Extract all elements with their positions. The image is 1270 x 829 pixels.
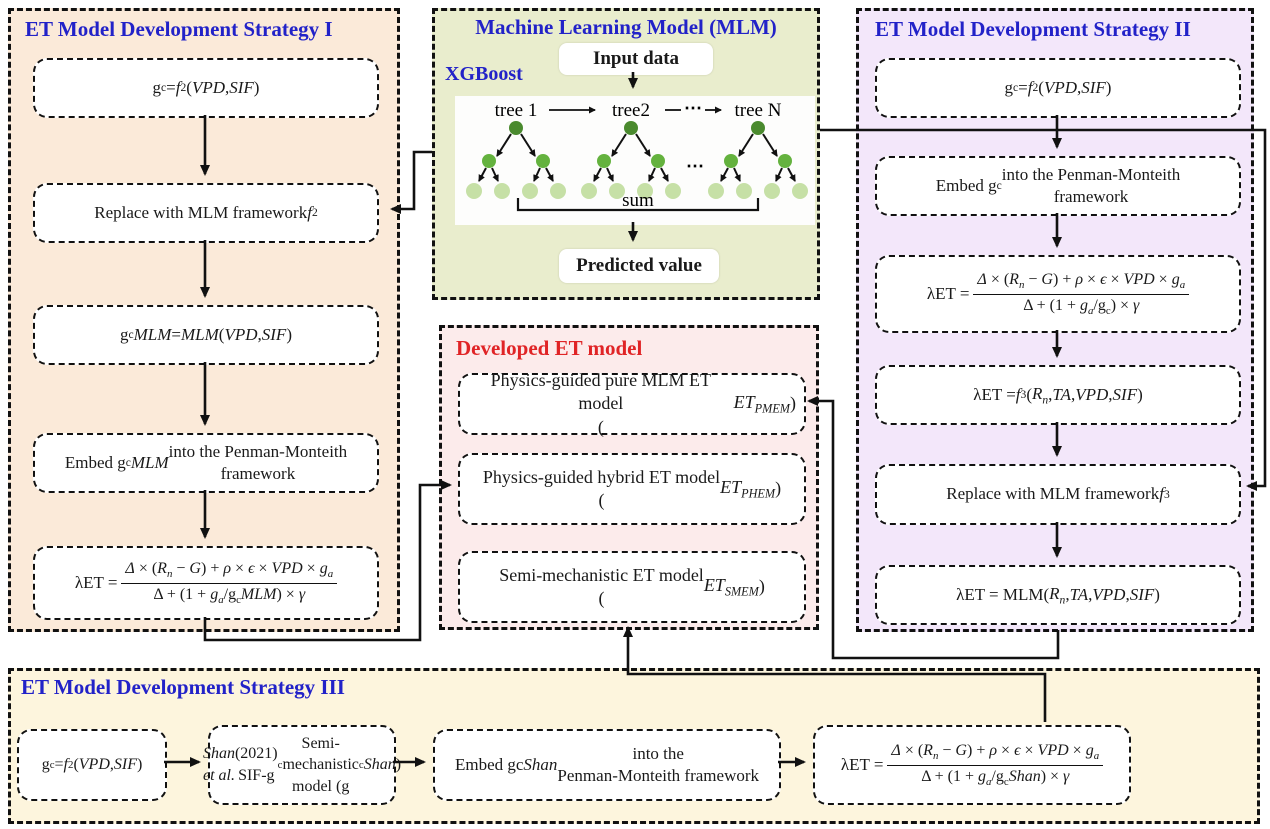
strategy-1-title: ET Model Development Strategy I <box>25 17 333 41</box>
panel-developed-et-model: Developed ET model Physics-guided pure M… <box>439 325 819 630</box>
tree-1-label: tree 1 <box>495 100 538 121</box>
xgboost-tree-diagram: tree 1 tree2 tree N ⋯ ⋯ sum <box>455 96 815 225</box>
dev-box-et-phem: Physics-guided hybrid ET model(ETPHEM) <box>458 453 806 525</box>
strategy-2-title: ET Model Development Strategy II <box>875 17 1191 41</box>
mlm-input-box: Input data <box>559 43 713 75</box>
tree-ellipsis-mid: ⋯ <box>686 156 704 176</box>
tree-n-label: tree N <box>735 100 782 121</box>
mlm-title: Machine Learning Model (MLM) <box>475 15 777 39</box>
panel-mlm: Machine Learning Model (MLM) Input data … <box>432 8 820 300</box>
decision-tree-2 <box>581 121 681 199</box>
sum-bracket <box>516 198 760 212</box>
tree-2-label: tree2 <box>612 100 650 121</box>
sum-label: sum <box>622 190 654 211</box>
strategy-3-title: ET Model Development Strategy III <box>21 675 345 699</box>
dev-box-et-pmem: Physics-guided pure MLM ET model(ETPMEM) <box>458 370 806 437</box>
s2-box-et-mlm-formula: λET = MLM(Rn, TA, VPD, SIF) <box>875 565 1241 625</box>
developed-et-model-title: Developed ET model <box>456 336 643 360</box>
tree-ellipsis-top: ⋯ <box>684 98 702 118</box>
mlm-output-box: Predicted value <box>559 249 719 283</box>
dev-box-et-smem: Semi-mechanistic ET model(ETSMEM) <box>458 551 806 623</box>
decision-tree-n <box>708 121 808 199</box>
xgboost-label: XGBoost <box>445 63 523 85</box>
tree-diagram-svg: tree 1 tree2 tree N ⋯ ⋯ sum <box>455 98 815 212</box>
decision-tree-1 <box>466 121 566 199</box>
